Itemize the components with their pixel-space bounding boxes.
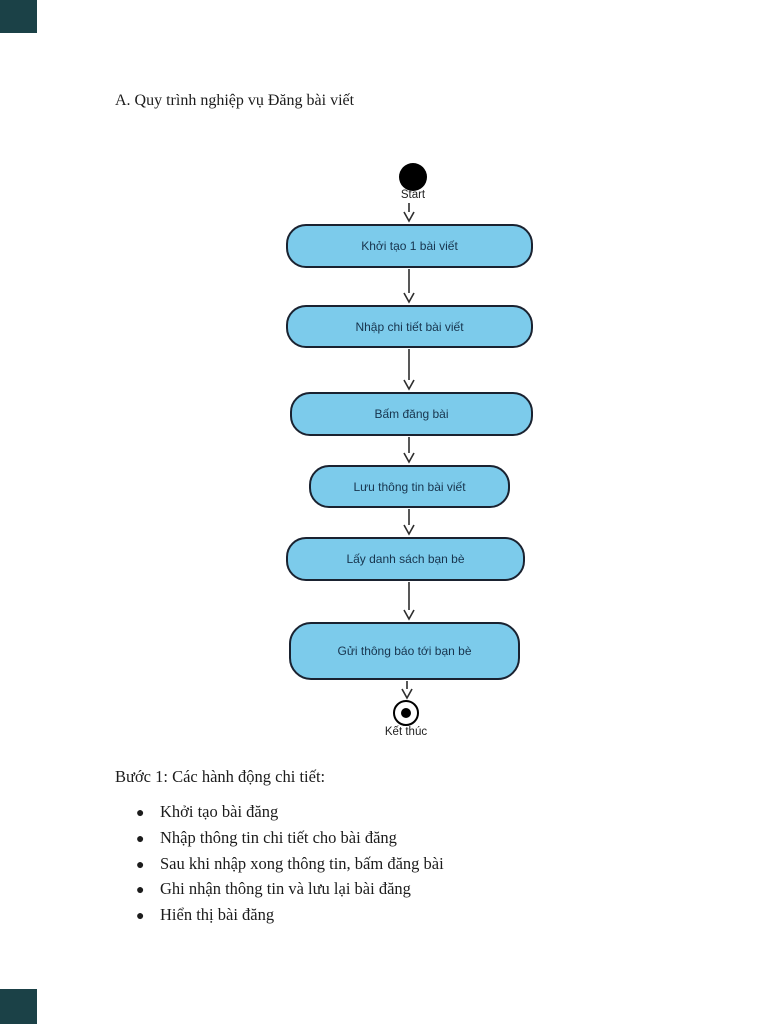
bullet-icon: ● [136, 857, 145, 873]
list-item: ● Sau khi nhập xong thông tin, bấm đăng … [136, 852, 444, 878]
node-label: Lưu thông tin bài viết [353, 479, 466, 494]
activity-node-get-friends: Lấy danh sách bạn bè [286, 537, 525, 581]
start-node-icon [399, 163, 427, 191]
activity-node-create-post: Khởi tạo 1 bài viết [286, 224, 533, 268]
viewer-corner-artifact-top [0, 0, 37, 33]
bullet-icon: ● [136, 883, 145, 899]
end-label: Kết thúc [384, 726, 428, 738]
list-item: ● Hiển thị bài đăng [136, 903, 444, 929]
start-label: Start [400, 189, 426, 201]
end-node-inner-dot [400, 707, 411, 718]
activity-node-notify-friends: Gửi thông báo tới bạn bè [289, 622, 520, 680]
list-item: ● Ghi nhận thông tin và lưu lại bài đăng [136, 877, 444, 903]
page-title: A. Quy trình nghiệp vụ Đăng bài viết [115, 92, 355, 109]
node-label: Khởi tạo 1 bài viết [361, 239, 458, 253]
steps-list: ● Khởi tạo bài đăng ● Nhập thông tin chi… [136, 800, 444, 929]
steps-heading: Bước 1: Các hành động chi tiết: [115, 767, 326, 786]
activity-node-click-publish: Bấm đăng bài [290, 392, 533, 436]
bullet-icon: ● [136, 806, 145, 821]
list-item-text: Nhập thông tin chi tiết cho bài đăng [160, 827, 397, 847]
list-item-text: Hiển thị bài đăng [160, 905, 275, 925]
bullet-icon: ● [136, 831, 145, 847]
node-label: Nhập chi tiết bài viết [355, 319, 464, 334]
list-item-text: Khởi tạo bài đăng [160, 802, 279, 821]
list-item-text: Ghi nhận thông tin và lưu lại bài đăng [160, 879, 411, 899]
activity-node-save-info: Lưu thông tin bài viết [309, 465, 510, 508]
end-node-icon [393, 700, 419, 726]
node-label: Bấm đăng bài [374, 407, 449, 421]
list-item: ● Nhập thông tin chi tiết cho bài đăng [136, 826, 444, 852]
list-item-text: Sau khi nhập xong thông tin, bấm đăng bà… [160, 853, 444, 873]
node-label: Lấy danh sách bạn bè [346, 552, 465, 566]
viewer-corner-artifact-bottom [0, 989, 37, 1024]
activity-node-enter-details: Nhập chi tiết bài viết [286, 305, 533, 348]
node-label: Gửi thông báo tới bạn bè [337, 644, 472, 658]
list-item: ● Khởi tạo bài đăng [136, 800, 444, 826]
bullet-icon: ● [136, 909, 145, 925]
